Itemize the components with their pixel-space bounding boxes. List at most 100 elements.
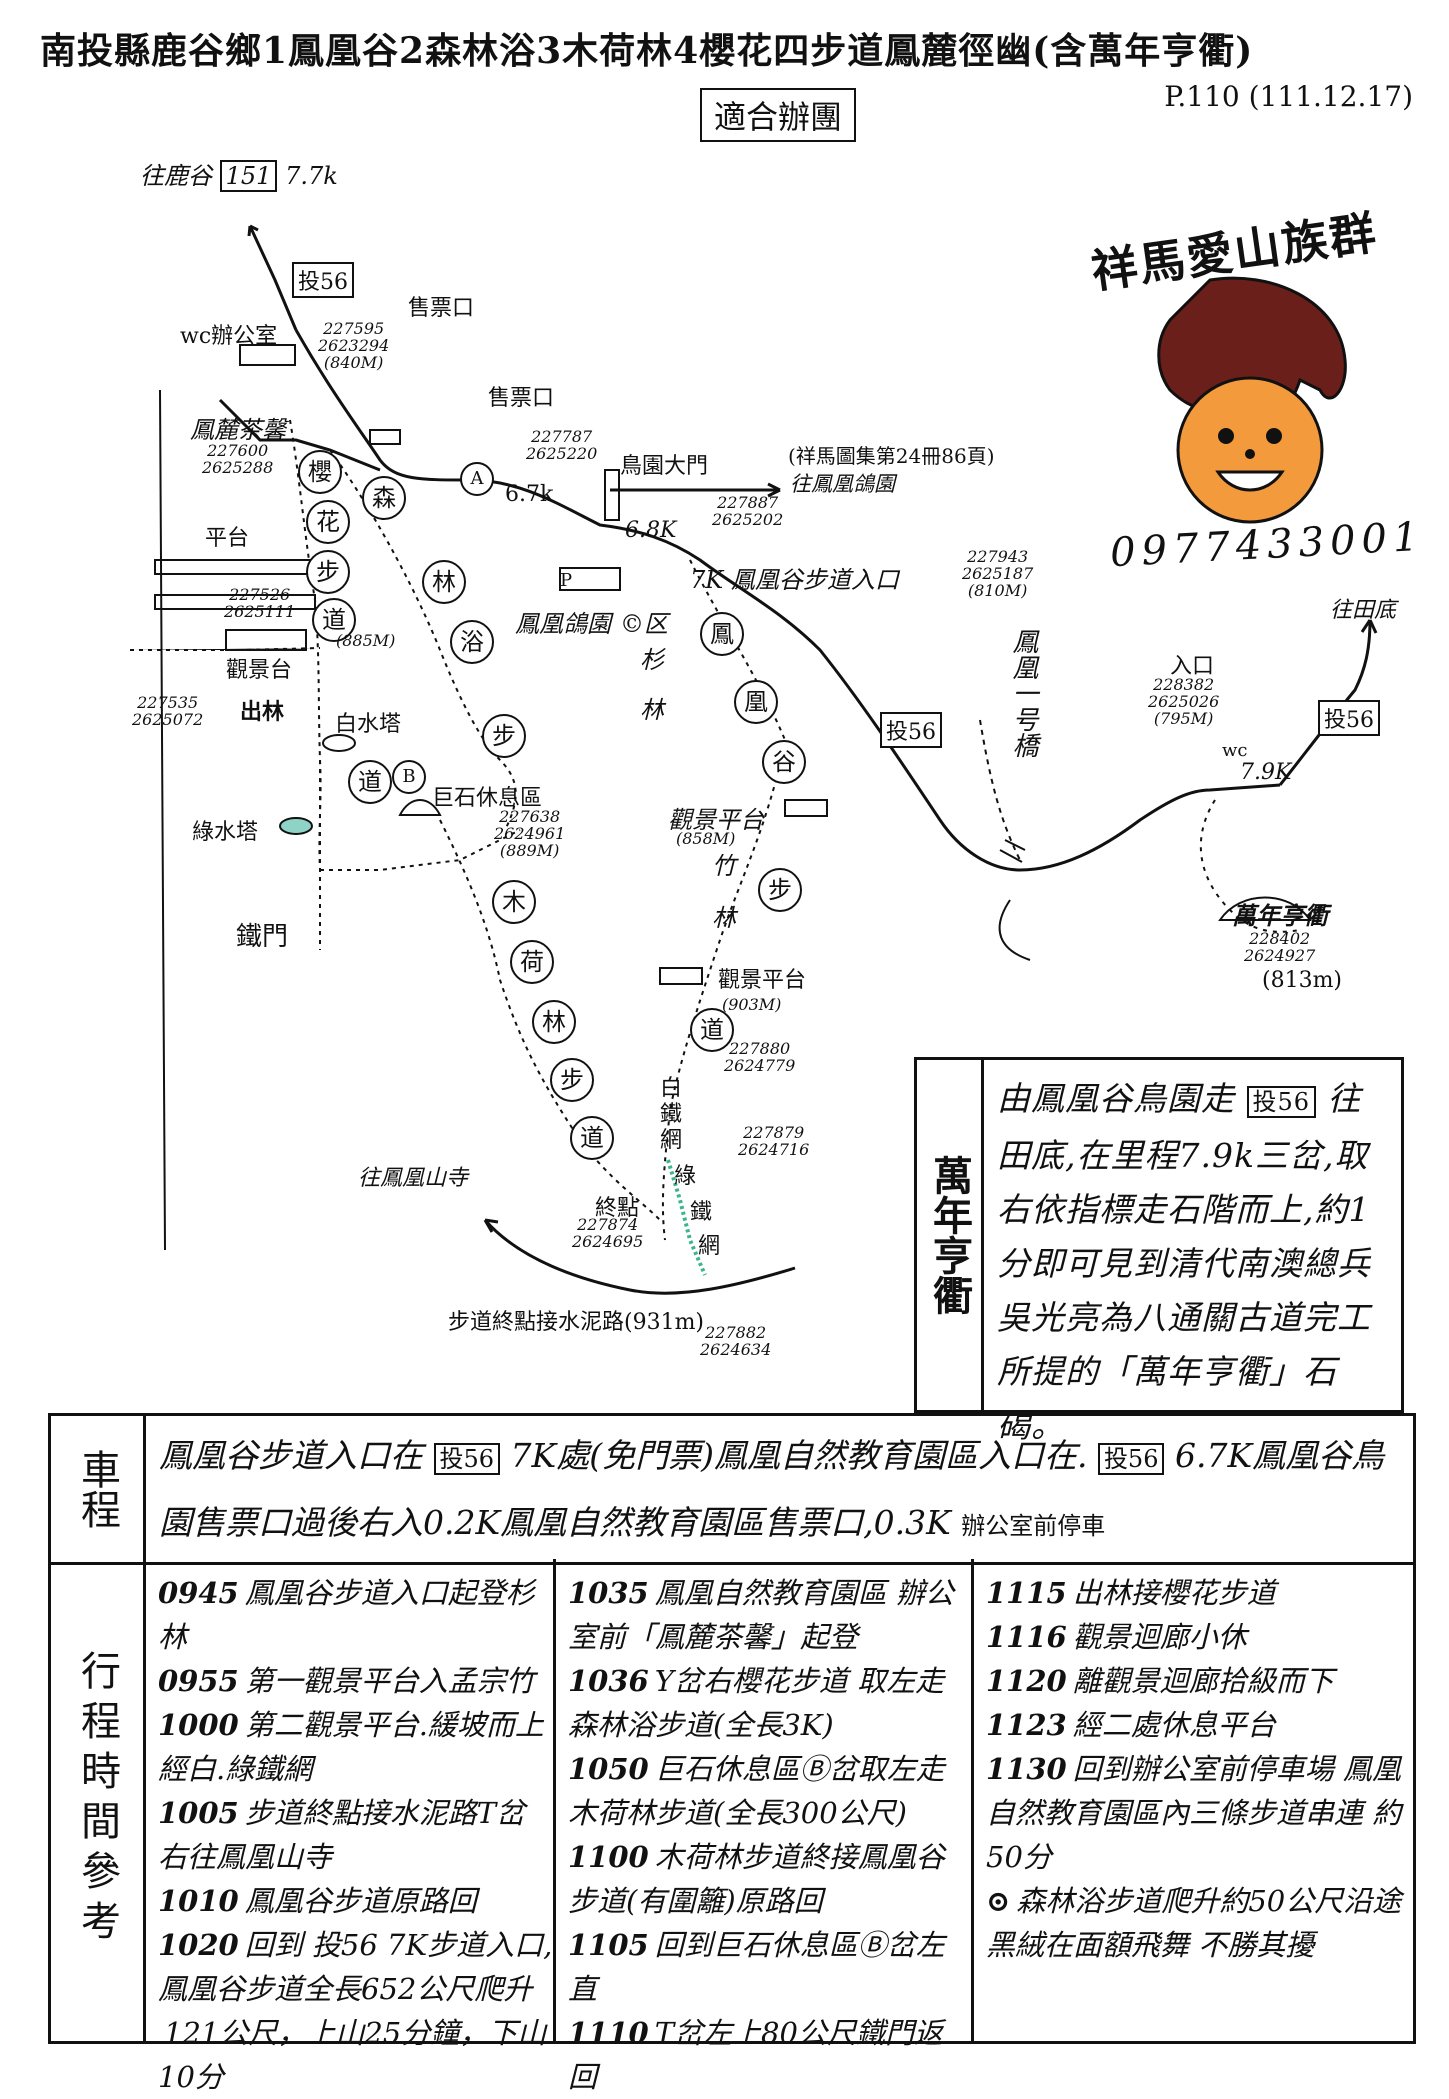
cedar-char: 杉 — [640, 646, 664, 674]
schedule-header: 行程時間參考 — [51, 1559, 146, 2041]
arrow-lugu-icon — [247, 224, 259, 237]
white-fence-char: 白 — [660, 1076, 683, 1101]
road-to-lugu — [248, 225, 298, 331]
cedar-char: 林 — [640, 696, 664, 724]
schedule-time: 1130 — [986, 1752, 1067, 1786]
schedule-time: 1116 — [986, 1620, 1067, 1654]
coord-label: 228382 2625026 (795M) — [1148, 675, 1220, 728]
schedule-text: 回到 投56 7K步道入口,鳳凰谷步道全長652公尺爬升 — [158, 1928, 553, 2006]
marker-b: B — [392, 760, 426, 794]
green-tower-icon — [279, 817, 313, 835]
bird-park-gate-icon — [604, 469, 620, 521]
arrow-pigeon-icon — [767, 482, 781, 498]
ticket-booth-1-label: 售票口 — [408, 296, 475, 321]
schedule-text: 離觀景迴廊拾級而下 — [1072, 1664, 1334, 1698]
road-to-tiandi — [1278, 619, 1372, 786]
schedule-text: 第一觀景平台入孟宗竹 — [244, 1664, 535, 1698]
to-lugu-distance: 7.7k — [285, 162, 338, 190]
schedule-time: 1110 — [568, 2016, 649, 2050]
trail-entrance-label: 7K 鳳凰谷步道入口 — [690, 566, 899, 594]
forest-trail-char: 浴 — [450, 620, 494, 664]
schedule-time: 1010 — [158, 1884, 239, 1918]
schedule-time: 0945 — [158, 1576, 239, 1610]
platform-shape-2 — [154, 594, 316, 610]
arrow-temple-icon — [483, 1218, 499, 1233]
viewing-platform-icon-2 — [659, 967, 703, 985]
trail-map — [130, 224, 1378, 1295]
coord-label: 227943 2625187 (810M) — [962, 547, 1034, 600]
schedule-time: 0955 — [158, 1664, 239, 1698]
pigeon-park-label: 鳳凰鴿園 — [515, 610, 611, 638]
coord-label: 227535 2625072 — [132, 693, 204, 729]
schedule-text: 鳳凰谷步道入口起登杉林 — [158, 1576, 535, 1654]
white-tower-label: 白水塔 — [335, 712, 402, 737]
boulder-icon — [398, 799, 442, 816]
car-route-header: 車程 — [51, 1416, 146, 1562]
marker-a: A — [460, 462, 494, 496]
arrow-tiandi-icon — [1360, 619, 1378, 634]
fenghuang-trail-char: 步 — [758, 868, 802, 912]
car-route-part: 6.7K鳳凰谷鳥園售票口過後右入0.2K鳳凰自然教育園區售票口,0.3K — [159, 1436, 1385, 1542]
bird-park-ref-label: (祥馬圖集第24冊86頁) — [788, 444, 995, 468]
car-route-part: 鳳凰谷步道入口在 — [159, 1436, 423, 1475]
schedule-row: 121公尺，上山25分鐘，下山10分 — [146, 2011, 553, 2099]
bamboo-char: 竹 — [712, 852, 736, 880]
car-route-text: 鳳凰谷步道入口在 投56 7K處(免門票)鳳凰自然教育園區入口在. 投56 6.… — [159, 1424, 1399, 1558]
coord-label: 227526 2625111 — [224, 585, 296, 621]
schedule-text: 鳳凰自然教育園區 辦公室前「鳳麓茶馨」起登 — [568, 1576, 954, 1654]
schedule-text: 木荷林步道終接鳳凰谷步道(有圍籬)原路回 — [568, 1840, 945, 1918]
white-fence-char: 鐵 — [660, 1102, 683, 1127]
green-fence-char: 網 — [698, 1234, 721, 1259]
to-lugu-text: 往鹿谷 — [140, 162, 212, 190]
coord-label: 227880 2624779 — [724, 1039, 796, 1075]
green-tower-label: 綠水塔 — [192, 820, 259, 845]
km-6-8-label: 6.8K — [625, 518, 677, 543]
muhe-trail-char: 林 — [532, 1000, 576, 1044]
km-7-9-label: 7.9K — [1240, 760, 1292, 785]
viewing-deck-label: 觀景台 — [226, 658, 293, 683]
sakura-trail-char: 花 — [306, 500, 350, 544]
schedule-text: 第二觀景平台.緩坡而上經白.綠鐵網 — [158, 1708, 544, 1786]
fenghuang-trail-char: 鳳 — [700, 612, 744, 656]
schedule-text: 步道終點接水泥路T岔右往鳳凰山寺 — [158, 1796, 526, 1874]
iron-gate-label: 鐵門 — [236, 922, 289, 952]
viewing-platform-1-elev: (858M) — [676, 829, 736, 848]
fenghuang-trail-char: 谷 — [762, 740, 806, 784]
bamboo-char: 林 — [712, 904, 736, 932]
schedule-time: 1020 — [158, 1928, 239, 1962]
coord-label: 227787 2625220 — [526, 427, 598, 463]
viewing-platform-icon-1 — [784, 799, 828, 817]
schedule-row: ⊙森林浴步道爬升約50公尺沿途黑絨在面額飛舞 不勝其擾 — [974, 1879, 1410, 1967]
entrance-label: 入口 — [1170, 654, 1215, 679]
to-tiandi-label: 往田底 — [1330, 598, 1397, 623]
end-road-label: 步道終點接水泥路(931m) — [448, 1310, 705, 1335]
exit-forest-label: 出林 — [240, 699, 285, 725]
schedule-time: 1036 — [568, 1664, 649, 1698]
viewing-deck-icon — [225, 629, 307, 651]
coord-label: 228402 2624927 — [1244, 929, 1316, 965]
schedule-text: 觀景迴廊小休 — [1072, 1620, 1247, 1654]
schedule-text: 巨石休息區Ⓑ岔取左走木荷林步道(全長300公尺) — [568, 1752, 945, 1830]
muhe-trail-char: 步 — [550, 1058, 594, 1102]
green-fence-char: 綠 — [674, 1164, 697, 1189]
info-box-text: 由鳳凰谷鳥園走 投56 往田底,在里程7.9k三岔,取右依指標走石階而上,約1分… — [997, 1072, 1387, 1453]
coord-label: 227879 2624716 — [738, 1123, 810, 1159]
coord-label: 227595 2623294 (840M) — [318, 319, 390, 372]
platform-label: 平台 — [205, 526, 250, 551]
bridge-creek — [998, 899, 1031, 961]
car-route-box: 投56 — [1097, 1443, 1165, 1475]
boulder-rest-label: 巨石休息區 — [432, 786, 543, 811]
office-building-icon — [239, 344, 296, 366]
route-tou56-box-c: 投56 — [1318, 700, 1380, 736]
